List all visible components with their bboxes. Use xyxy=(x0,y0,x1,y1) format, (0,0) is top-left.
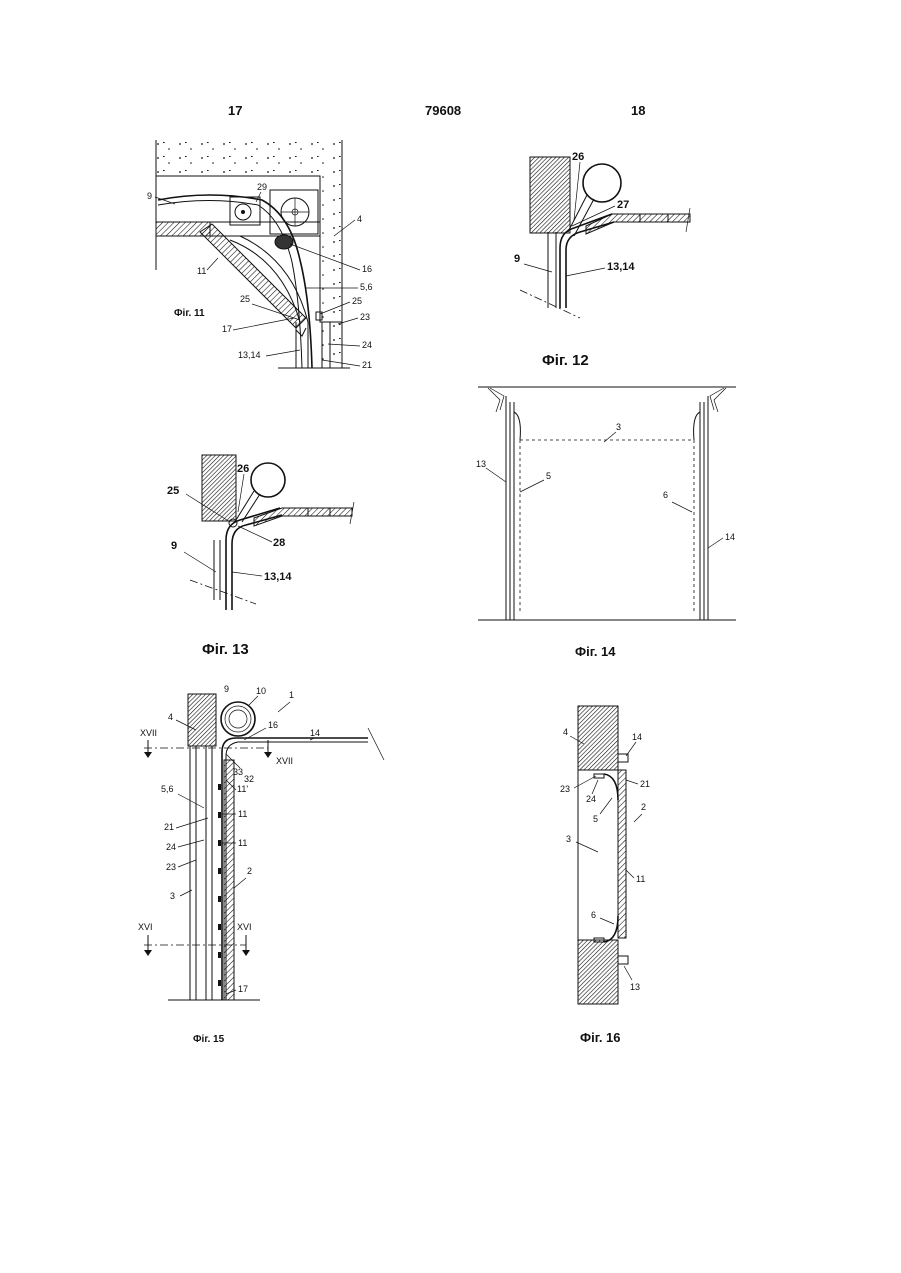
label: 9 xyxy=(514,253,520,265)
label: 2 xyxy=(247,866,252,876)
label: 13 xyxy=(476,459,486,469)
label: 11 xyxy=(238,838,247,848)
figure-caption: Фіг. 15 xyxy=(193,1034,225,1045)
figure-13 xyxy=(190,455,354,610)
label: 11 xyxy=(197,266,206,276)
label: 4 xyxy=(563,727,568,737)
label: 26 xyxy=(572,151,584,163)
label: 5,6 xyxy=(360,282,373,292)
label: 13,14 xyxy=(607,261,635,273)
figure-14-labels: 3 13 5 6 14 Фіг. 14 xyxy=(476,422,735,659)
label: 13 xyxy=(630,982,640,992)
label: 4 xyxy=(357,214,362,224)
figure-caption: Фіг. 14 xyxy=(575,644,616,659)
figure-15 xyxy=(144,694,384,1000)
label: 3 xyxy=(616,422,621,432)
label: 9 xyxy=(224,684,229,694)
label: 6 xyxy=(591,910,596,920)
label: 9 xyxy=(171,540,177,552)
figure-caption: Фіг. 11 xyxy=(174,308,205,319)
label: 14 xyxy=(725,532,735,542)
label: 21 xyxy=(362,360,372,370)
label: 9 xyxy=(147,191,152,201)
label: XVI xyxy=(138,922,153,932)
label: 24 xyxy=(362,340,372,350)
figure-12 xyxy=(520,157,690,318)
label: 17 xyxy=(238,984,248,994)
label: 6 xyxy=(663,490,668,500)
label: 5,6 xyxy=(161,784,174,794)
label: 24 xyxy=(166,842,176,852)
label: 25 xyxy=(167,485,179,497)
label: 4 xyxy=(168,712,173,722)
label: 21 xyxy=(164,822,174,832)
label: 5 xyxy=(593,814,598,824)
label: 11 xyxy=(238,809,247,819)
label: XVII xyxy=(140,728,157,738)
figure-caption: Фіг. 16 xyxy=(580,1030,621,1045)
label: 17 xyxy=(222,324,232,334)
label: 32 xyxy=(244,774,254,784)
label: 3 xyxy=(170,891,175,901)
label: 33 xyxy=(233,767,243,777)
figure-caption: Фіг. 12 xyxy=(542,352,589,369)
label: 25 xyxy=(240,294,250,304)
label: 23 xyxy=(560,784,570,794)
label: XVII xyxy=(276,756,293,766)
label: 13,14 xyxy=(264,571,292,583)
label: 5 xyxy=(546,471,551,481)
figure-14 xyxy=(478,387,736,620)
label: 2 xyxy=(641,802,646,812)
label: XVI xyxy=(237,922,252,932)
label: 14 xyxy=(310,728,320,738)
label: 11 xyxy=(636,874,645,884)
label: 16 xyxy=(362,264,372,274)
label: 23 xyxy=(360,312,370,322)
label: 23 xyxy=(166,862,176,872)
label: 24 xyxy=(586,794,596,804)
figure-11 xyxy=(156,140,350,368)
label: 11' xyxy=(237,784,248,794)
label: 14 xyxy=(632,732,642,742)
label: 16 xyxy=(268,720,278,730)
figure-caption: Фіг. 13 xyxy=(202,641,249,658)
label: 29 xyxy=(257,182,267,192)
label: 13,14 xyxy=(238,350,261,360)
label: 1 xyxy=(289,690,294,700)
label: 3 xyxy=(566,834,571,844)
label: 21 xyxy=(640,779,650,789)
label: 26 xyxy=(237,463,249,475)
label: 10 xyxy=(256,686,266,696)
label: 25 xyxy=(352,296,362,306)
label: 27 xyxy=(617,199,629,211)
figure-16 xyxy=(578,706,628,1004)
label: 28 xyxy=(273,537,285,549)
